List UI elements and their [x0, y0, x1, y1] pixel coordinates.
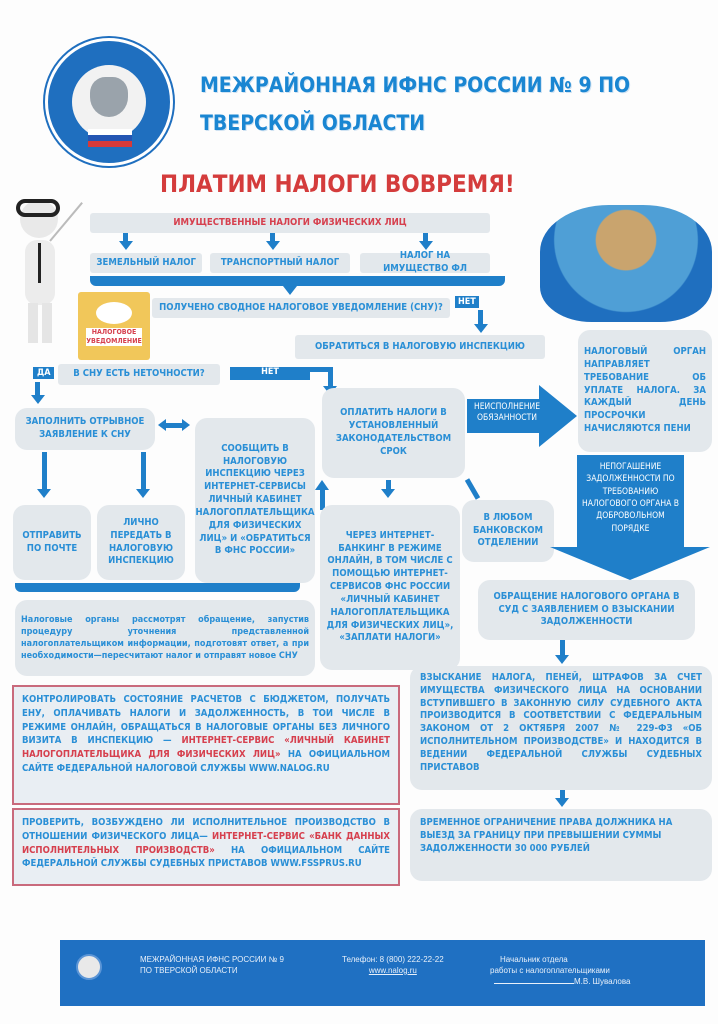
non-repayment-arrow: НЕПОГАШЕНИЕ ЗАДОЛЖЕННОСТИ ПО ТРЕБОВАНИЮ … [550, 455, 710, 580]
footer-signer-title: Начальник отдела [500, 955, 568, 964]
footer-org: МЕЖРАЙОННАЯ ИФНС РОССИИ № 9 [140, 955, 284, 964]
fssp-service-link[interactable]: ИНТЕРНЕТ-СЕРВИС «БАНК ДАННЫХ ИСПОЛНИТЕЛЬ… [22, 830, 390, 856]
header-title: МЕЖРАЙОННАЯ ИФНС РОССИИ № 9 ПО ТВЕРСКОЙ … [200, 66, 630, 142]
internet-banking-box: ЧЕРЕЗ ИНТЕРНЕТ-БАНКИНГ В РЕЖИМЕ ОНЛАЙН, … [320, 505, 460, 670]
no-label: НЕТ [230, 367, 310, 380]
recovery-box: ВЗЫСКАНИЕ НАЛОГА, ПЕНЕЙ, ШТРАФОВ ЗА СЧЕТ… [410, 666, 712, 790]
property-taxes-box: ИМУЩЕСТВЕННЫЕ НАЛОГИ ФИЗИЧЕСКИХ ЛИЦ [90, 213, 490, 233]
footer-logo [76, 954, 102, 980]
page-heading: ПЛАТИМ НАЛОГИ ВОВРЕМЯ! [160, 170, 515, 198]
footer-phone: Телефон: 8 (800) 222-22-22 [342, 955, 444, 964]
fill-form-box: ЗАПОЛНИТЬ ОТРЫВНОЕ ЗАЯВЛЕНИЕ К СНУ [15, 408, 155, 450]
envelope-icon: НАЛОГОВОЕ УВЕДОМЛЕНИЕ [78, 292, 150, 360]
fns-logo [45, 38, 173, 166]
flag-icon [88, 129, 132, 147]
demand-box: НАЛОГОВЫЙ ОРГАН НАПРАВЛЯЕТ ТРЕБОВАНИЕ ОБ… [578, 330, 712, 452]
hand-in-box: ЛИЧНО ПЕРЕДАТЬ В НАЛОГОВУЮ ИНСПЕКЦИЮ [97, 505, 185, 580]
eagle-emblem-icon [90, 77, 128, 117]
no-label: НЕТ [455, 296, 479, 308]
court-box: ОБРАЩЕНИЕ НАЛОГОВОГО ОРГАНА В СУД С ЗАЯВ… [478, 580, 695, 640]
yes-label: ДА [33, 367, 55, 379]
label: НЕПОГАШЕНИЕ ЗАДОЛЖЕННОСТИ ПО ТРЕБОВАНИЮ … [582, 462, 679, 534]
footer: МЕЖРАЙОННАЯ ИФНС РОССИИ № 9 ПО ТВЕРСКОЙ … [60, 940, 705, 1006]
brace [15, 583, 300, 592]
fssp-service-note: ПРОВЕРИТЬ, ВОЗБУЖДЕНО ЛИ ИСПОЛНИТЕЛЬНОЕ … [12, 808, 400, 886]
brace [90, 276, 505, 286]
transport-tax-box: ТРАНСПОРТНЫЙ НАЛОГ [210, 253, 350, 273]
note-text: НА ОФИЦИАЛЬНОМ САЙТЕ ФЕДЕРАЛЬНОЙ СЛУЖБЫ … [22, 844, 390, 870]
property-tax-box: НАЛОГ НА ИМУЩЕСТВО ФЛ [360, 250, 490, 274]
teacher-figure [10, 195, 90, 350]
note-text: ПРОВЕРИТЬ, ВОЗБУЖДЕНО ЛИ ИСПОЛНИТЕЛЬНОЕ … [22, 817, 390, 842]
note-text: КОНТРОЛИРОВАТЬ СОСТОЯНИЕ РАСЧЕТОВ С БЮДЖ… [22, 694, 390, 747]
review-box: Налоговые органы рассмотрят обращение, з… [15, 600, 315, 676]
title-line: МЕЖРАЙОННАЯ ИФНС РОССИИ № 9 ПО [200, 73, 631, 97]
note-text: НА ОФИЦИАЛЬНОМ САЙТЕ ФЕДЕРАЛЬНОЙ НАЛОГОВ… [22, 749, 390, 774]
lk-service-link[interactable]: ИНТЕРНЕТ-СЕРВИС «ЛИЧНЫЙ КАБИНЕТ НАЛОГОПЛ… [22, 735, 391, 761]
family-photo [540, 205, 712, 322]
send-mail-box: ОТПРАВИТЬ ПО ПОЧТЕ [13, 505, 91, 580]
report-online-box: СООБЩИТЬ В НАЛОГОВУЮ ИНСПЕКЦИЮ ЧЕРЕЗ ИНТ… [195, 418, 315, 583]
label: НЕИСПОЛНЕНИЕ ОБЯЗАННОСТИ [473, 402, 541, 424]
pay-on-time-box: ОПЛАТИТЬ НАЛОГИ В УСТАНОВЛЕННЫЙ ЗАКОНОДА… [322, 388, 465, 478]
glasses-icon [16, 199, 60, 217]
contact-inspection-box: ОБРАТИТЬСЯ В НАЛОГОВУЮ ИНСПЕКЦИЮ [295, 335, 545, 359]
errors-question: В СНУ ЕСТЬ НЕТОЧНОСТИ? [58, 364, 220, 385]
lk-service-note: КОНТРОЛИРОВАТЬ СОСТОЯНИЕ РАСЧЕТОВ С БЮДЖ… [12, 685, 400, 805]
double-arrow-icon [158, 419, 190, 431]
footer-signer-title: работы с налогоплательщиками [490, 965, 610, 975]
footer-signer-name: М.В. Шувалова [574, 976, 631, 986]
travel-ban-box: ВРЕМЕННОЕ ОГРАНИЧЕНИЕ ПРАВА ДОЛЖНИКА НА … [410, 809, 712, 881]
any-bank-box: В ЛЮБОМ БАНКОВСКОМ ОТДЕЛЕНИИ [462, 500, 554, 562]
footer-site-link[interactable]: www.nalog.ru [368, 965, 417, 975]
footer-org: ПО ТВЕРСКОЙ ОБЛАСТИ [140, 965, 238, 975]
non-fulfilment-arrow: НЕИСПОЛНЕНИЕ ОБЯЗАННОСТИ [467, 385, 577, 447]
label: ИМУЩЕСТВЕННЫЕ НАЛОГИ ФИЗИЧЕСКИХ ЛИЦ [173, 216, 407, 228]
title-line: ТВЕРСКОЙ ОБЛАСТИ [200, 111, 426, 135]
envelope-label: НАЛОГОВОЕ УВЕДОМЛЕНИЕ [86, 328, 142, 347]
received-question: ПОЛУЧЕНО СВОДНОЕ НАЛОГОВОЕ УВЕДОМЛЕНИЕ (… [152, 298, 450, 318]
land-tax-box: ЗЕМЕЛЬНЫЙ НАЛОГ [90, 253, 202, 273]
